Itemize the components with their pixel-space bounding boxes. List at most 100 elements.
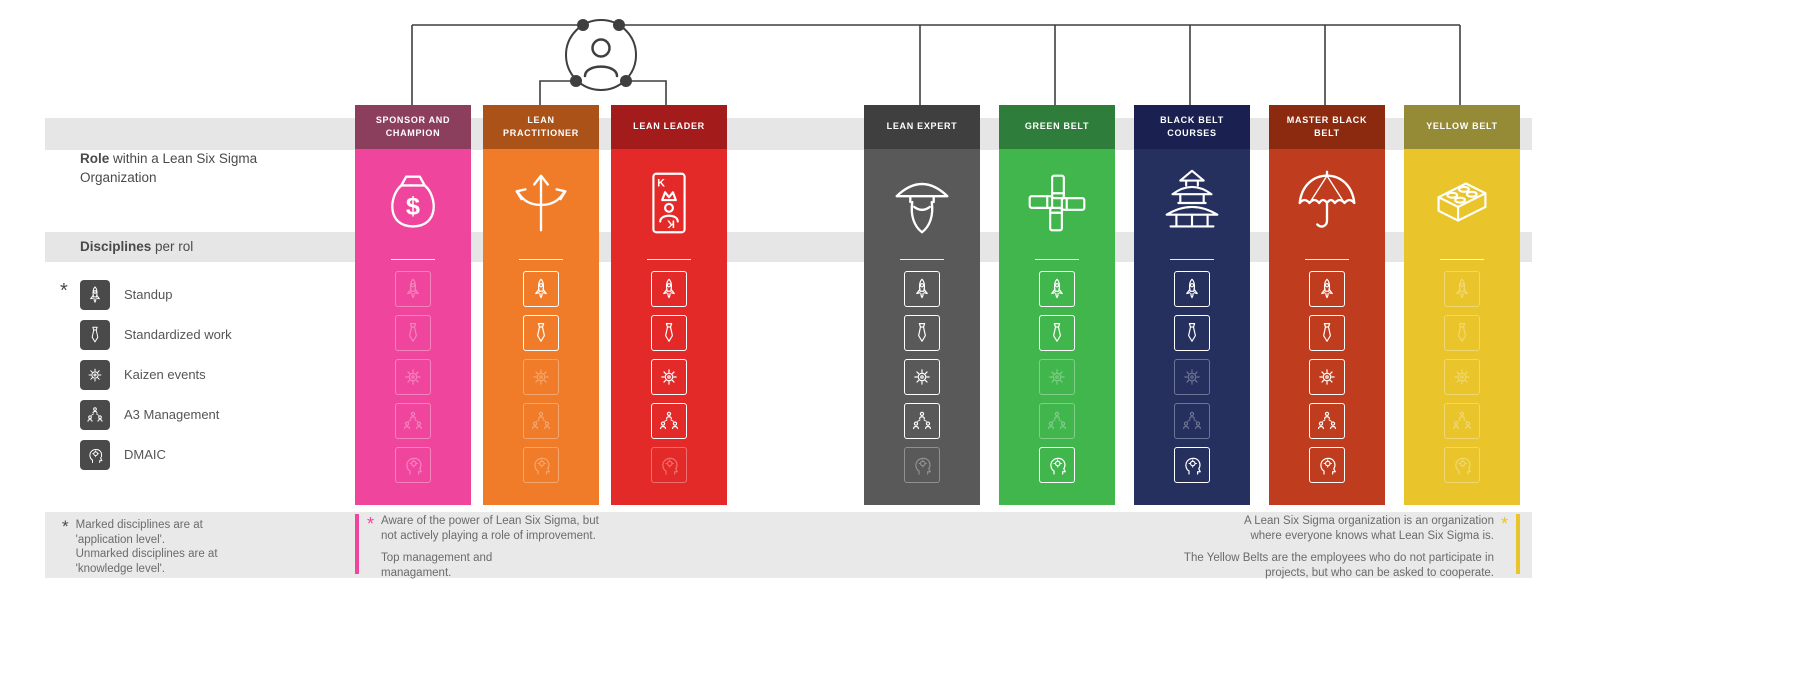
discipline-boxes <box>1174 271 1210 483</box>
sponsor-note: * Aware of the power of Lean Six Sigma, … <box>355 514 599 579</box>
teamwork-hands-icon <box>1018 149 1096 257</box>
discipline-a3-icon <box>651 403 687 439</box>
lego-brick-icon <box>1423 149 1501 257</box>
discipline-kaizen-icon <box>523 359 559 395</box>
discipline-standup-icon <box>523 271 559 307</box>
asterisk-icon: * <box>60 280 68 302</box>
divider <box>519 259 563 260</box>
asterisk-icon: * <box>1500 514 1508 534</box>
discipline-boxes <box>523 271 559 483</box>
role-column-sponsor-and-champion: SPONSOR AND CHAMPION <box>355 105 471 505</box>
umbrella-icon <box>1288 149 1366 257</box>
discipline-dmaic-icon <box>1174 447 1210 483</box>
divider <box>1440 259 1484 260</box>
discipline-row-standardized-work: Standardized work <box>80 320 236 350</box>
legend-footnote: * Marked disciplines are at 'application… <box>62 518 218 577</box>
discipline-standardized-icon <box>1309 315 1345 351</box>
column-title-text: BLACK BELT COURSES <box>1160 114 1224 139</box>
disciplines-heading: Disciplines per rol <box>80 239 193 254</box>
asterisk-icon: * <box>367 514 375 534</box>
discipline-standup-icon <box>395 271 431 307</box>
discipline-dmaic-icon <box>395 447 431 483</box>
discipline-boxes <box>904 271 940 483</box>
column-title: LEAN EXPERT <box>864 105 980 149</box>
role-column-yellow-belt: YELLOW BELT <box>1404 105 1520 505</box>
discipline-standup-icon <box>1444 271 1480 307</box>
org-chart-connectors <box>411 19 1461 110</box>
person-icon <box>565 19 637 91</box>
discipline-a3-icon <box>1174 403 1210 439</box>
divider <box>647 259 691 260</box>
discipline-kaizen-icon <box>651 359 687 395</box>
column-title: BLACK BELT COURSES <box>1134 105 1250 149</box>
discipline-boxes <box>395 271 431 483</box>
column-title-text: LEAN EXPERT <box>886 121 958 132</box>
discipline-kaizen-icon <box>1039 359 1075 395</box>
discipline-standardized-icon <box>1174 315 1210 351</box>
column-title-text: LEAN PRACTITIONER <box>503 114 579 139</box>
role-column-black-belt-courses: BLACK BELT COURSES <box>1134 105 1250 505</box>
discipline-dmaic-icon <box>1309 447 1345 483</box>
column-title-text: MASTER BLACK BELT <box>1286 114 1368 139</box>
connector-dot <box>570 75 582 87</box>
divider <box>1305 259 1349 260</box>
sponsor-note-paragraph-1: Aware of the power of Lean Six Sigma, bu… <box>381 515 599 542</box>
discipline-boxes <box>1444 271 1480 483</box>
column-title: SPONSOR AND CHAMPION <box>355 105 471 149</box>
discipline-standup-icon <box>1039 271 1075 307</box>
column-title: LEAN LEADER <box>611 105 727 149</box>
discipline-row-kaizen-events: Kaizen events <box>80 360 236 390</box>
discipline-standup-icon <box>1174 271 1210 307</box>
discipline-row-a3-management: A3 Management <box>80 400 236 430</box>
discipline-kaizen-icon <box>1174 359 1210 395</box>
connector-dot <box>620 75 632 87</box>
discipline-dmaic-icon <box>904 447 940 483</box>
yellow-belt-note-text: A Lean Six Sigma organization is an orga… <box>1184 514 1494 581</box>
discipline-boxes <box>1309 271 1345 483</box>
discipline-boxes <box>1039 271 1075 483</box>
tie-icon <box>80 320 110 350</box>
column-title: GREEN BELT <box>999 105 1115 149</box>
role-column-lean-expert: LEAN EXPERT <box>864 105 980 505</box>
discipline-standardized-icon <box>395 315 431 351</box>
gear-icon <box>80 360 110 390</box>
role-column-lean-leader: LEAN LEADER <box>611 105 727 505</box>
column-title-text: SPONSOR AND CHAMPION <box>375 114 451 139</box>
divider <box>1035 259 1079 260</box>
discipline-standardized-icon <box>523 315 559 351</box>
branching-arrows-icon <box>502 149 580 257</box>
discipline-row-standup: *Standup <box>60 280 236 310</box>
yellow-belt-note: A Lean Six Sigma organization is an orga… <box>1184 514 1520 579</box>
discipline-standup-icon <box>904 271 940 307</box>
footnotes-band <box>45 512 1532 578</box>
discipline-kaizen-icon <box>904 359 940 395</box>
legend-footnote-text: Marked disciplines are at 'application l… <box>75 519 218 576</box>
column-title-text: YELLOW BELT <box>1426 121 1498 132</box>
column-title-text: GREEN BELT <box>1024 121 1090 132</box>
role-heading-rest: within a Lean Six Sigma Organization <box>80 151 258 185</box>
discipline-standardized-icon <box>1039 315 1075 351</box>
disciplines-heading-rest: per rol <box>151 239 194 254</box>
role-column-master-black-belt: MASTER BLACK BELT <box>1269 105 1385 505</box>
sensei-icon <box>883 149 961 257</box>
discipline-row-dmaic: DMAIC <box>80 440 236 470</box>
head-gear-icon <box>80 440 110 470</box>
discipline-dmaic-icon <box>1444 447 1480 483</box>
connector-dot <box>577 19 589 31</box>
discipline-label: Standardized work <box>124 327 232 343</box>
discipline-a3-icon <box>523 403 559 439</box>
discipline-a3-icon <box>1444 403 1480 439</box>
discipline-dmaic-icon <box>651 447 687 483</box>
money-bag-icon <box>374 149 452 257</box>
column-title: MASTER BLACK BELT <box>1269 105 1385 149</box>
sponsor-note-text: Aware of the power of Lean Six Sigma, bu… <box>381 514 599 581</box>
discipline-standardized-icon <box>904 315 940 351</box>
discipline-a3-icon <box>395 403 431 439</box>
disciplines-heading-bold: Disciplines <box>80 239 152 254</box>
pagoda-icon <box>1153 149 1231 257</box>
column-title-text: LEAN LEADER <box>633 121 705 132</box>
people-icon <box>80 400 110 430</box>
role-column-lean-practitioner: LEAN PRACTITIONER <box>483 105 599 505</box>
